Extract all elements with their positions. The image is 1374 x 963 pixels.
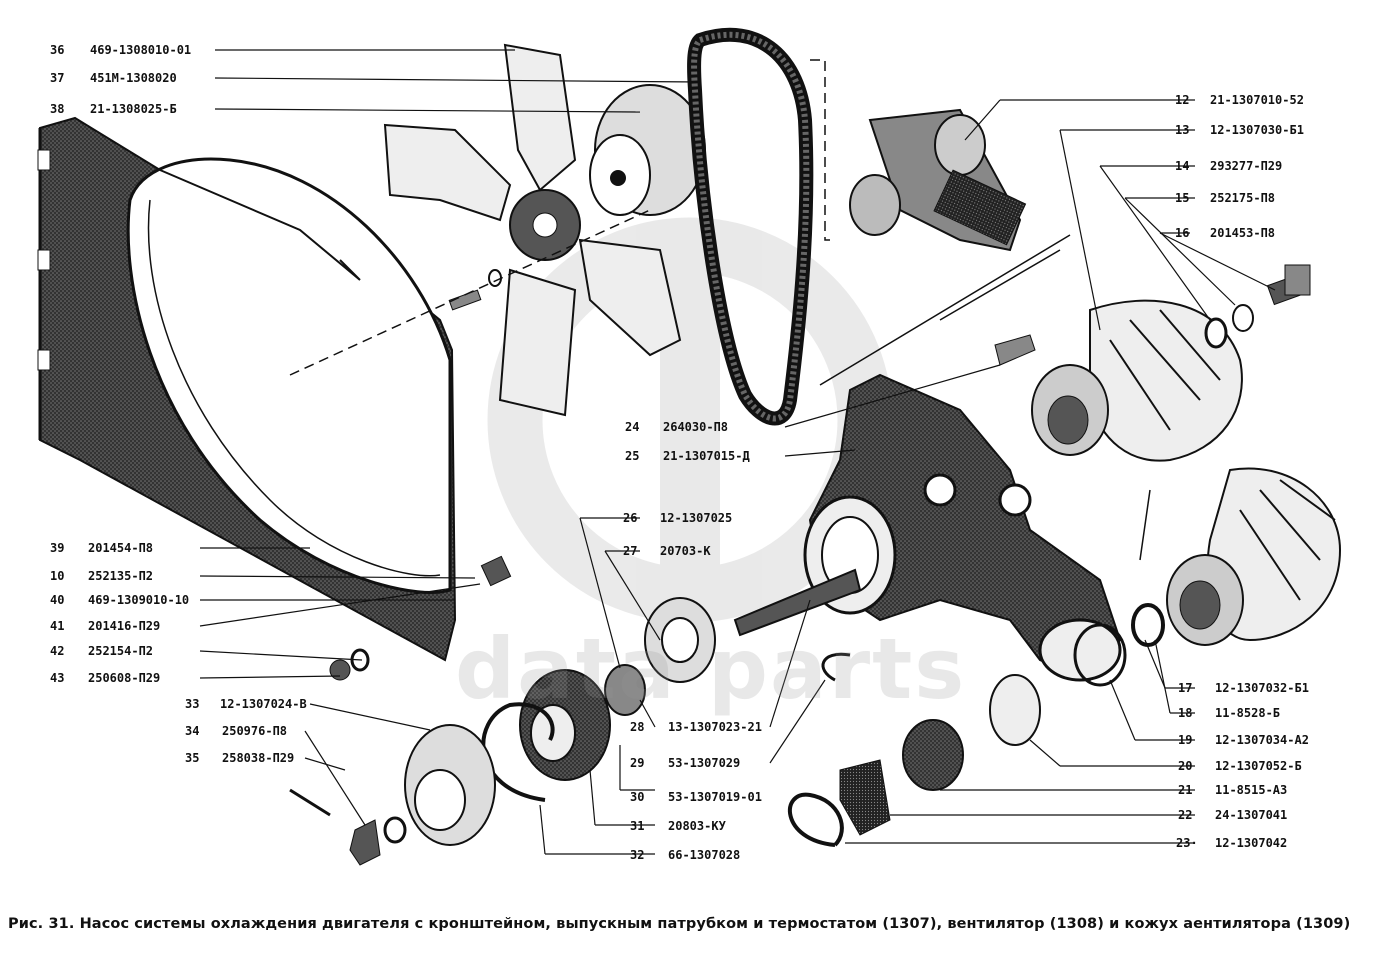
watermark-text: data parts bbox=[455, 620, 967, 718]
label-code: 12-1307032-Б1 bbox=[1215, 681, 1309, 695]
label-code: 469-1308010-01 bbox=[90, 43, 192, 57]
label-code: 21-1307015-Д bbox=[663, 449, 750, 463]
label-code: 12-1307052-Б bbox=[1215, 759, 1302, 773]
label-num: 17 bbox=[1178, 681, 1193, 695]
label-code: 12-1307024-В bbox=[220, 697, 307, 711]
label-num: 15 bbox=[1175, 191, 1190, 205]
label-num: 18 bbox=[1178, 706, 1193, 720]
label-code: 13-1307023-21 bbox=[668, 720, 762, 734]
label-num: 25 bbox=[625, 449, 640, 463]
label-num: 26 bbox=[623, 511, 638, 525]
label-num: 36 bbox=[50, 43, 65, 57]
label-code: 252135-П2 bbox=[88, 569, 154, 583]
leader-lines-mid bbox=[539, 364, 1001, 855]
pulley bbox=[589, 84, 706, 216]
label-code: 20703-К bbox=[660, 544, 711, 558]
snap-rings bbox=[481, 603, 1165, 847]
label-code: 201453-П8 bbox=[1210, 226, 1276, 240]
label-num: 42 bbox=[50, 644, 65, 658]
label-num: 27 bbox=[623, 544, 638, 558]
label-num: 41 bbox=[50, 619, 65, 633]
label-num: 20 bbox=[1178, 759, 1193, 773]
label-code: 252154-П2 bbox=[88, 644, 154, 658]
label-code: 12-1307025 bbox=[660, 511, 733, 525]
hub-and-nut bbox=[289, 724, 496, 866]
label-num: 43 bbox=[50, 671, 65, 685]
label-num: 19 bbox=[1178, 733, 1193, 747]
label-num: 35 bbox=[185, 751, 200, 765]
label-num: 14 bbox=[1175, 159, 1190, 173]
label-num: 12 bbox=[1175, 93, 1190, 107]
label-code: 53-1307029 bbox=[668, 756, 741, 770]
label-num: 29 bbox=[630, 756, 645, 770]
label-num: 28 bbox=[630, 720, 645, 734]
label-num: 40 bbox=[50, 593, 65, 607]
bearing-parts bbox=[519, 597, 716, 781]
label-code: 11-8515-А3 bbox=[1215, 783, 1288, 797]
label-code: 469-1309010-10 bbox=[88, 593, 190, 607]
leader-lines-right bbox=[845, 99, 1276, 844]
label-num: 34 bbox=[185, 724, 200, 738]
label-num: 39 bbox=[50, 541, 65, 555]
label-code: 201454-П8 bbox=[88, 541, 154, 555]
label-num: 31 bbox=[630, 819, 645, 833]
small-hardware bbox=[329, 269, 512, 681]
label-code: 12-1307034-А2 bbox=[1215, 733, 1309, 747]
grease-fitting bbox=[994, 334, 1036, 366]
bolt-and-washers bbox=[1204, 264, 1311, 349]
label-code: 264030-П8 bbox=[663, 420, 729, 434]
impeller-lower bbox=[1166, 467, 1342, 646]
label-num: 37 bbox=[50, 71, 65, 85]
label-num: 33 bbox=[185, 697, 200, 711]
fan-shroud bbox=[37, 116, 457, 662]
v-belt bbox=[687, 27, 814, 426]
label-num: 16 bbox=[1175, 226, 1190, 240]
label-num: 21 bbox=[1178, 783, 1193, 797]
label-code: 451М-1308020 bbox=[90, 71, 177, 85]
impeller-upper bbox=[1031, 299, 1243, 462]
label-num: 24 bbox=[625, 420, 640, 434]
label-code: 21-1308025-Б bbox=[90, 102, 177, 116]
label-code: 252175-П8 bbox=[1210, 191, 1276, 205]
label-code: 53-1307019-01 bbox=[668, 790, 762, 804]
label-num: 38 bbox=[50, 102, 65, 116]
label-num: 10 bbox=[50, 569, 65, 583]
label-code: 250608-П29 bbox=[88, 671, 161, 685]
label-code: 293277-П29 bbox=[1210, 159, 1283, 173]
pump-assembly-small bbox=[849, 108, 1027, 252]
label-code: 12-1307042 bbox=[1215, 836, 1288, 850]
label-num: 23· bbox=[1176, 836, 1198, 850]
label-num: 30 bbox=[630, 790, 645, 804]
label-code: 250976-П8 bbox=[222, 724, 288, 738]
label-code: 66-1307028 bbox=[668, 848, 741, 862]
label-code: 11-8528-Б bbox=[1215, 706, 1281, 720]
figure-caption: Рис. 31. Насос системы охлаждения двигат… bbox=[8, 916, 1351, 932]
pump-housing bbox=[733, 373, 1122, 682]
axis-lines bbox=[289, 59, 1151, 561]
label-code: 258038-П29 bbox=[222, 751, 295, 765]
label-num: 13 bbox=[1175, 123, 1190, 137]
label-code: 12-1307030-Б1 bbox=[1210, 123, 1304, 137]
leader-lines-left bbox=[199, 49, 701, 826]
label-code: 24-1307041 bbox=[1215, 808, 1288, 822]
label-num: 22 bbox=[1178, 808, 1193, 822]
label-code: 20803-КУ bbox=[668, 819, 726, 833]
label-num: 32 bbox=[630, 848, 645, 862]
label-code: 21-1307010-52 bbox=[1210, 93, 1304, 107]
label-code: 201416-П29 bbox=[88, 619, 161, 633]
